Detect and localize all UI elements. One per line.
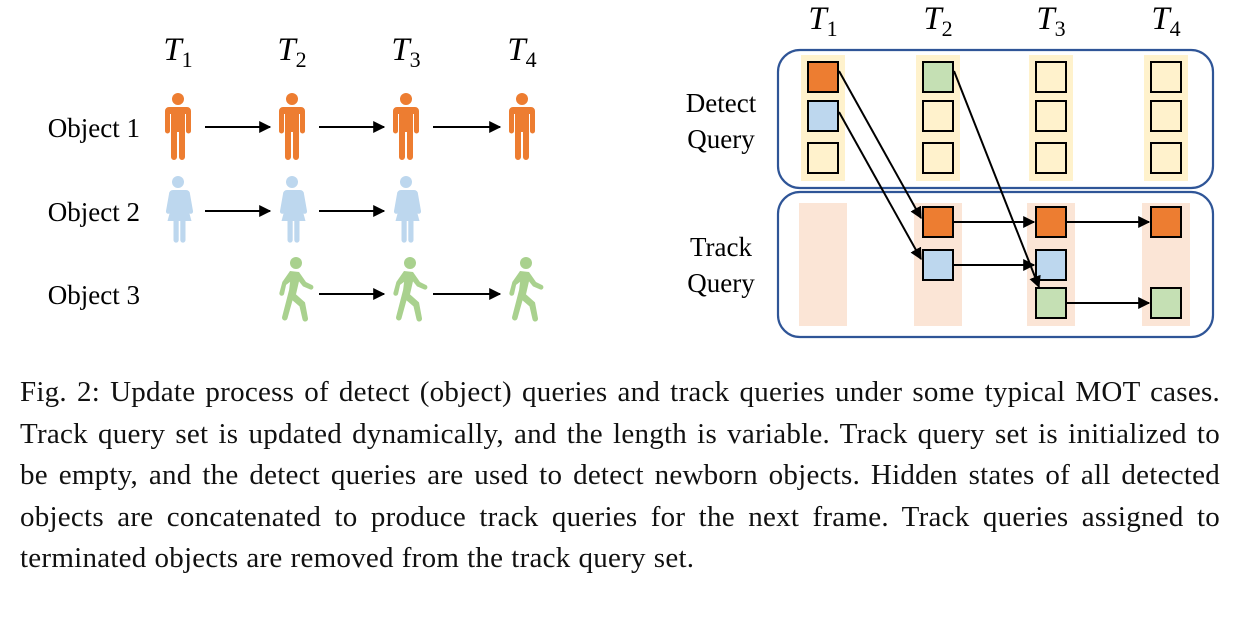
track-column-strip [799,203,847,326]
newborn-arrow [953,70,1041,289]
person-walking-icon [279,257,314,322]
detect-query-empty [1035,61,1067,93]
person-standing-icon [165,93,191,160]
detect-query-green [922,61,954,93]
track-query-label-line1: Track [690,232,753,262]
track-query-orange [1150,206,1182,238]
right-time-label-1: T1 [808,1,837,41]
detect-query-empty [1035,100,1067,132]
person-walking-icon [393,257,428,322]
track-query-green [1150,287,1182,319]
object-label-3: Object 3 [48,280,140,310]
person-dress-icon [279,176,308,243]
track-query-orange [922,206,954,238]
detect-query-empty [1150,100,1182,132]
person-standing-icon [509,93,535,160]
object-label-2: Object 2 [48,197,140,227]
track-query-orange [1035,206,1067,238]
detect-query-blue [807,100,839,132]
person-walking-icon [509,257,544,322]
left-time-label-4: T4 [507,32,536,72]
track-query-blue [1035,249,1067,281]
detect-query-empty [922,100,954,132]
track-query-blue [922,249,954,281]
right-time-label-2: T2 [923,1,952,41]
person-dress-icon [393,176,422,243]
detect-query-label-line1: Detect [686,88,757,118]
detect-query-empty [1035,142,1067,174]
detect-query-empty [807,142,839,174]
track-query-label-line2: Query [687,268,755,298]
person-dress-icon [165,176,194,243]
newborn-arrow [838,70,922,220]
track-query-panel [776,190,1215,339]
object-label-1: Object 1 [48,113,140,143]
track-query-green [1035,287,1067,319]
person-standing-icon [279,93,305,160]
detect-query-empty [922,142,954,174]
right-time-label-4: T4 [1151,1,1180,41]
detect-query-orange [807,61,839,93]
detect-query-empty [1150,142,1182,174]
left-time-label-2: T2 [277,32,306,72]
left-time-label-3: T3 [391,32,420,72]
right-time-label-3: T3 [1036,1,1065,41]
person-standing-icon [393,93,419,160]
newborn-arrow [838,111,922,261]
detect-query-label-line2: Query [687,124,755,154]
figure-caption: Fig. 2: Update process of detect (object… [20,376,1220,575]
detect-query-empty [1150,61,1182,93]
detect-query-panel [776,48,1215,190]
left-time-label-1: T1 [163,32,192,72]
